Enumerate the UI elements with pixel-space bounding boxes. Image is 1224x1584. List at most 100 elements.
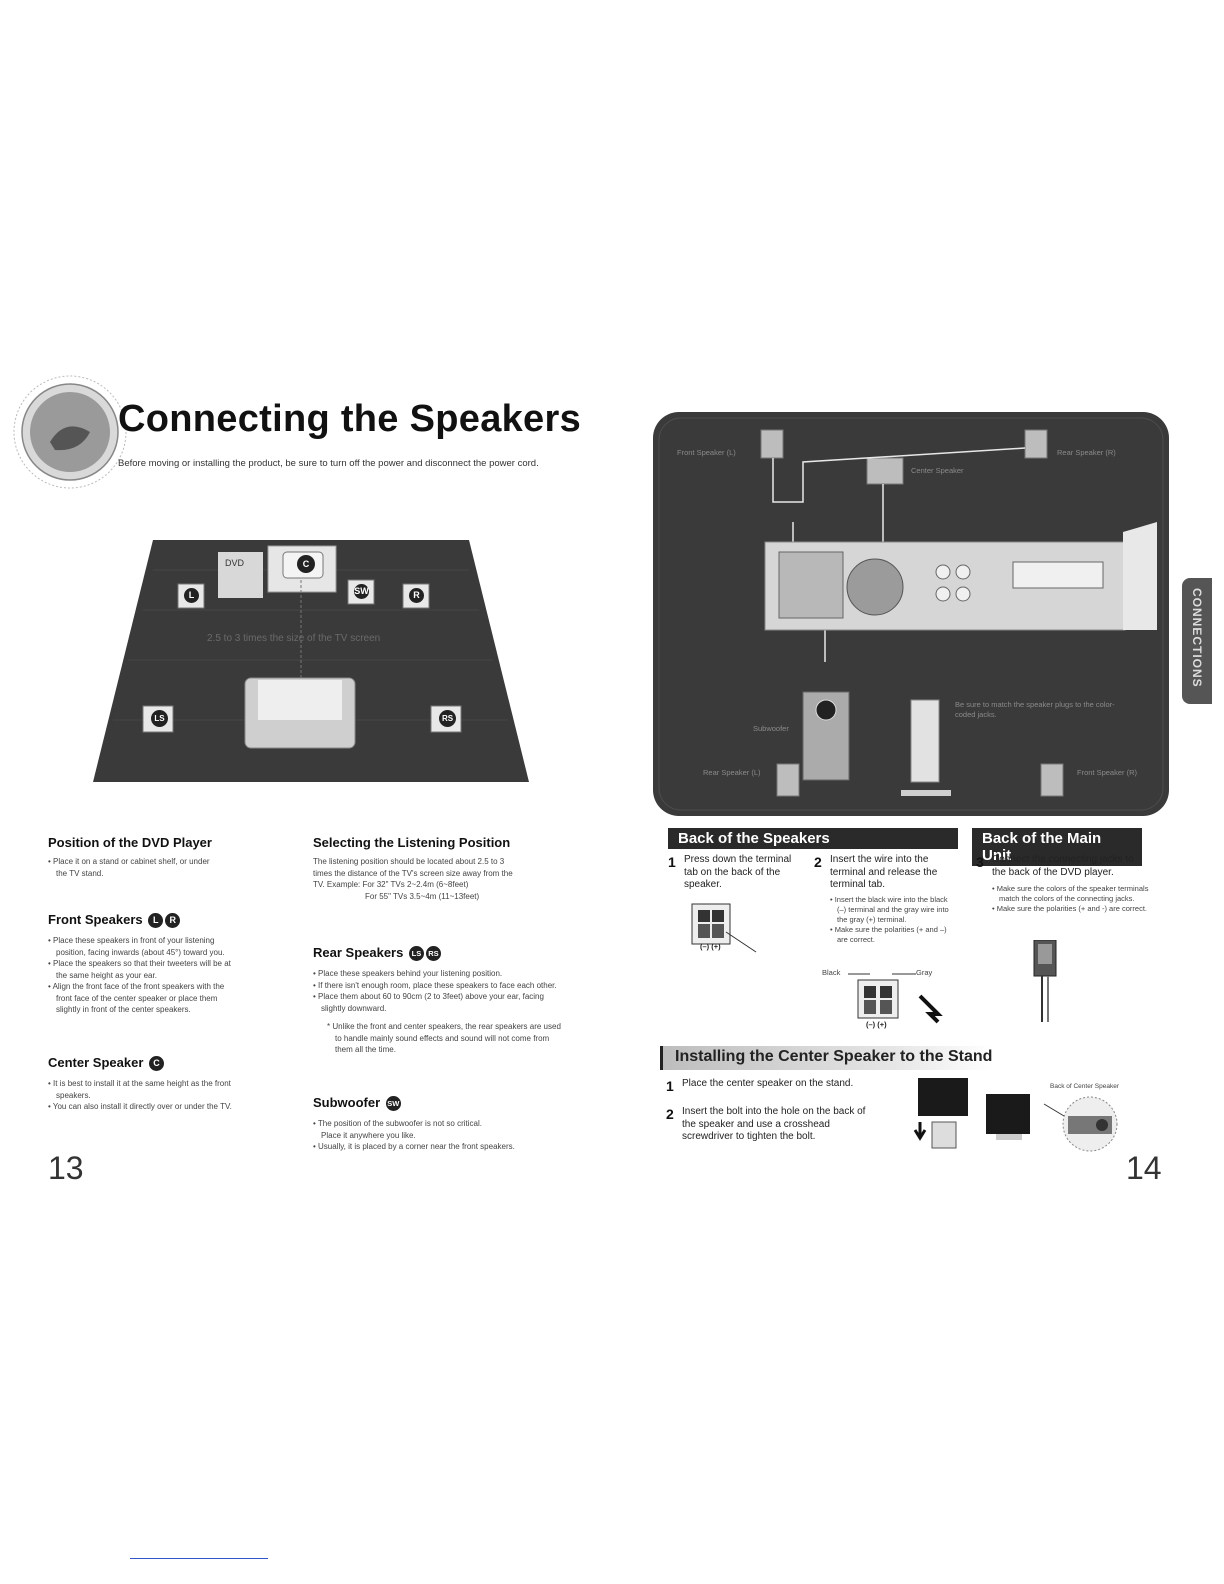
note-line: them all the time. <box>335 1045 396 1054</box>
install-center-heading: Installing the Center Speaker to the Sta… <box>675 1048 993 1065</box>
text-line: speakers. <box>56 1090 91 1100</box>
step-line: screwdriver to tighten the bolt. <box>682 1131 816 1142</box>
room-layout-diagram: DVD 2.5 to 3 times the size of the TV sc… <box>93 540 529 782</box>
back-of-speakers-bar: Back of the Speakers <box>668 828 958 849</box>
badge-ls: LS <box>408 946 424 961</box>
step-line: Connect the connecting jacks to <box>992 854 1134 865</box>
section-center-speaker: Center Speaker C • It is best to install… <box>48 1055 298 1113</box>
section-heading: Selecting the Listening Position <box>313 835 511 850</box>
header-emblem <box>10 372 130 492</box>
step-2: 2 Insert the wire into the terminal and … <box>814 854 974 945</box>
speaker-terminal-illustration-1: (–) (+) <box>690 902 762 954</box>
bullet-line: the gray (+) terminal. <box>837 914 907 924</box>
section-listening-position: Selecting the Listening Position The lis… <box>313 835 583 902</box>
step-line: Insert the wire into the <box>830 854 929 865</box>
bullet-line: • Make sure the polarities (+ and –) <box>830 924 947 934</box>
dvd-player-shape <box>218 552 263 598</box>
back-of-main-unit-bar: Back of the Main Unit <box>972 828 1142 866</box>
step-3: 3 Connect the connecting jacks to the ba… <box>976 854 1176 914</box>
polarity-label-2: (–) (+) <box>866 1020 887 1029</box>
text-line: • Place it on a stand or cabinet shelf, … <box>48 857 210 866</box>
text-line: For 55" TVs 3.5~4m (11~13feet) <box>365 891 480 901</box>
text-line: times the distance of the TV's screen si… <box>313 868 513 878</box>
badge-front-right: R <box>409 588 424 603</box>
text-line: TV. Example: For 32" TVs 2~2.4m (6~8feet… <box>313 880 469 889</box>
step-number: 3 <box>976 854 984 870</box>
text-line: slightly in front of the center speakers… <box>56 1005 191 1014</box>
bullet-line: match the colors of the connecting jacks… <box>999 894 1135 903</box>
badge-c: C <box>149 1056 165 1071</box>
gray-wire-label: Gray <box>916 968 933 977</box>
text-line: • Place them about 60 to 90cm (2 to 3fee… <box>313 992 544 1001</box>
text-line: • If there isn't enough room, place thes… <box>313 980 557 990</box>
bullet-line: are correct. <box>837 934 875 944</box>
step-1: 1 Press down the terminal tab on the bac… <box>668 854 808 892</box>
center-back-detail-illustration <box>1040 1090 1150 1154</box>
note-line: * Unlike the front and center speakers, … <box>327 1022 561 1031</box>
install-step-1: 1 Place the center speaker on the stand. <box>666 1078 906 1094</box>
connector-jack-illustration <box>1030 939 1060 1022</box>
install-step-2: 2 Insert the bolt into the hole on the b… <box>666 1106 906 1144</box>
text-line: The listening position should be located… <box>313 857 505 866</box>
text-line: the TV stand. <box>56 868 104 878</box>
badge-front-left: L <box>184 588 199 603</box>
center-stand-illustration <box>912 1078 1032 1150</box>
label-color-note: Be sure to match the speaker plugs to th… <box>955 700 1115 719</box>
polarity-label: (–) (+) <box>700 942 721 951</box>
page-number-left: 13 <box>48 1150 84 1186</box>
speaker-terminal-illustration-2: Black Gray (–) (+) <box>820 962 950 1032</box>
badge-r: R <box>165 913 181 928</box>
text-line: • Align the front face of the front spea… <box>48 982 225 991</box>
label-front-left: Front Speaker (L) <box>677 448 736 457</box>
label-subwoofer: Subwoofer <box>753 724 789 733</box>
text-line: • The position of the subwoofer is not s… <box>313 1119 482 1128</box>
text-line: front face of the center speaker or plac… <box>56 993 218 1003</box>
step-line: speaker. <box>684 879 722 890</box>
bullet-line: • Make sure the colors of the speaker te… <box>992 884 1149 893</box>
text-line: • Place these speakers behind your liste… <box>313 969 503 978</box>
section-heading: Subwoofer SW <box>313 1095 401 1111</box>
label-rear-right: Rear Speaker (R) <box>1057 448 1116 457</box>
badge-rear-left: LS <box>151 710 168 727</box>
text-line: • It is best to install it at the same h… <box>48 1079 231 1088</box>
connection-diagram: Front Speaker (L) Rear Speaker (R) Cente… <box>653 412 1169 816</box>
footer-rule <box>130 1558 268 1559</box>
step-line: the back of the DVD player. <box>992 866 1114 878</box>
badge-rear-right: RS <box>439 710 456 727</box>
black-wire-label: Black <box>822 968 841 977</box>
text-line: • Place these speakers in front of your … <box>48 936 215 945</box>
step-line: terminal tab. <box>830 879 886 890</box>
dvd-label: DVD <box>225 558 245 568</box>
badge-subwoofer: SW <box>354 584 369 599</box>
label-rear-left: Rear Speaker (L) <box>703 768 761 777</box>
page-subtitle: Before moving or installing the product,… <box>118 458 539 469</box>
label-center-speaker: Center Speaker <box>911 466 964 475</box>
step-number: 2 <box>666 1106 674 1122</box>
step-line: Insert the bolt into the hole on the bac… <box>682 1106 866 1117</box>
text-line: position, facing inwards (about 45°) tow… <box>56 947 225 957</box>
side-tab-connections[interactable]: CONNECTIONS <box>1182 578 1212 704</box>
step-number: 1 <box>666 1078 674 1094</box>
label-front-right: Front Speaker (R) <box>1077 768 1138 777</box>
text-line: the same height as your ear. <box>56 970 157 980</box>
section-subwoofer: Subwoofer SW • The position of the subwo… <box>313 1095 588 1153</box>
badge-sw: SW <box>385 1096 401 1111</box>
text-line: Place it anywhere you like. <box>321 1130 416 1140</box>
badge-rs: RS <box>425 946 441 961</box>
center-back-caption: Back of Center Speaker <box>1050 1083 1120 1090</box>
text-line: • You can also install it directly over … <box>48 1102 232 1111</box>
step-line: tab on the back of the <box>684 866 781 878</box>
badge-center: C <box>297 555 315 573</box>
text-line: • Usually, it is placed by a corner near… <box>313 1142 515 1151</box>
badge-l: L <box>148 913 164 928</box>
page-title: Connecting the Speakers <box>118 398 582 440</box>
step-line: the speaker and use a crosshead <box>682 1118 830 1130</box>
bullet-line: (–) terminal and the gray wire into <box>837 904 949 914</box>
step-line: Press down the terminal <box>684 854 792 865</box>
install-center-header: Installing the Center Speaker to the Sta… <box>660 1046 993 1070</box>
bullet-line: • Insert the black wire into the black <box>830 894 948 904</box>
